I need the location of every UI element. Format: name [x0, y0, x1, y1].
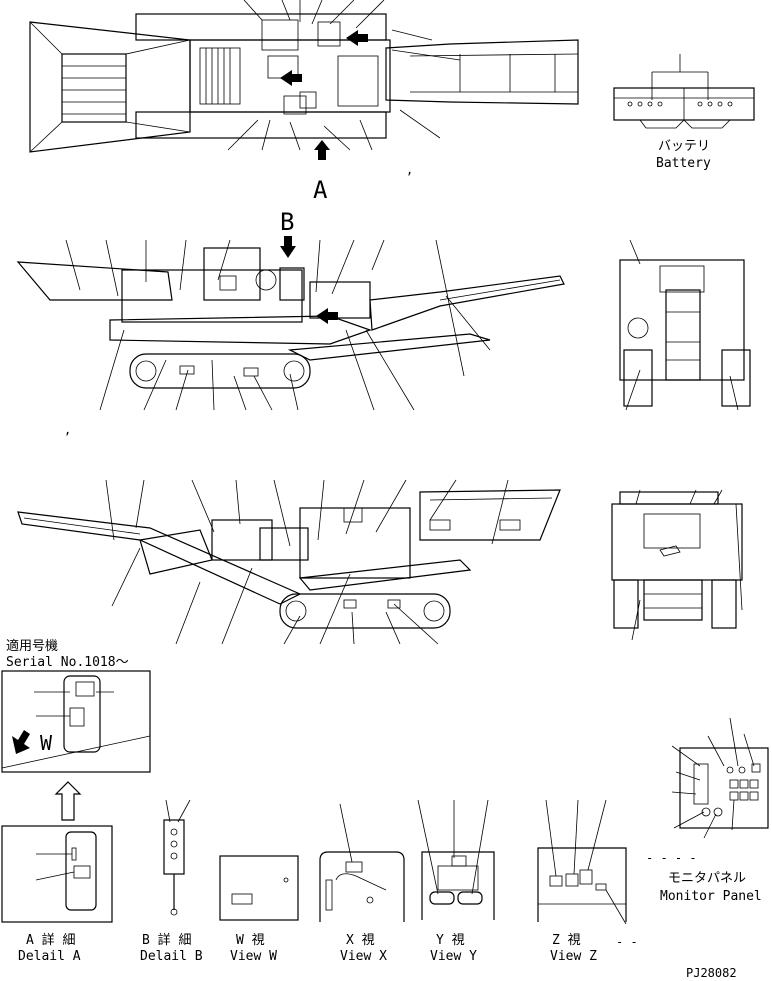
separator-mark-2: ,	[64, 423, 71, 437]
side-view-right	[17, 479, 561, 645]
monitor-panel-view	[671, 717, 769, 839]
arrow-up	[54, 781, 82, 821]
dash-mark: - -	[616, 935, 638, 949]
monitor-label-jp: モニタパネル	[668, 871, 746, 886]
view-z-box	[537, 799, 627, 925]
view-x-box	[319, 803, 405, 922]
view-x-label-jp: X 視	[346, 933, 375, 948]
view-w-label-en: View W	[230, 949, 277, 964]
view-a-mark: A	[313, 176, 328, 204]
view-z-label-en: View Z	[550, 949, 597, 964]
serial-label-en: Serial No.1018～	[6, 655, 129, 670]
front-view	[611, 489, 743, 641]
view-b-mark: B	[280, 208, 294, 236]
separator-mark: ,	[406, 163, 413, 177]
view-y-label-en: View Y	[430, 949, 477, 964]
view-y-box	[417, 799, 495, 920]
detail-b-view	[163, 799, 191, 916]
view-x-label-en: View X	[340, 949, 387, 964]
detail-a-label-jp: A 詳 細	[26, 932, 75, 948]
side-view-left	[16, 236, 565, 411]
battery-label-jp: バッテリ	[658, 139, 710, 154]
view-w-box	[219, 855, 299, 921]
serial-label-jp: 適用号機	[6, 638, 58, 654]
drawing-number: PJ28082	[686, 966, 737, 980]
battery-label-en: Battery	[656, 156, 711, 171]
view-w-label-jp: W 視	[236, 933, 265, 948]
detail-b-label-jp: B 詳 細	[142, 932, 191, 948]
view-z-label-jp: Z 視	[552, 933, 581, 948]
serial-detail-box	[1, 670, 151, 773]
detail-a-view	[1, 825, 113, 923]
rear-view	[619, 239, 751, 411]
top-view	[29, 0, 579, 160]
view-y-label-jp: Y 視	[436, 933, 465, 948]
detail-b-label-en: Delail B	[140, 949, 203, 964]
view-w-mark: W	[40, 731, 53, 755]
detail-a-label-en: Delail A	[18, 949, 81, 964]
dash-mark-2: - - - -	[646, 851, 697, 865]
monitor-label-en: Monitor Panel	[660, 889, 762, 904]
battery-view	[613, 54, 755, 129]
